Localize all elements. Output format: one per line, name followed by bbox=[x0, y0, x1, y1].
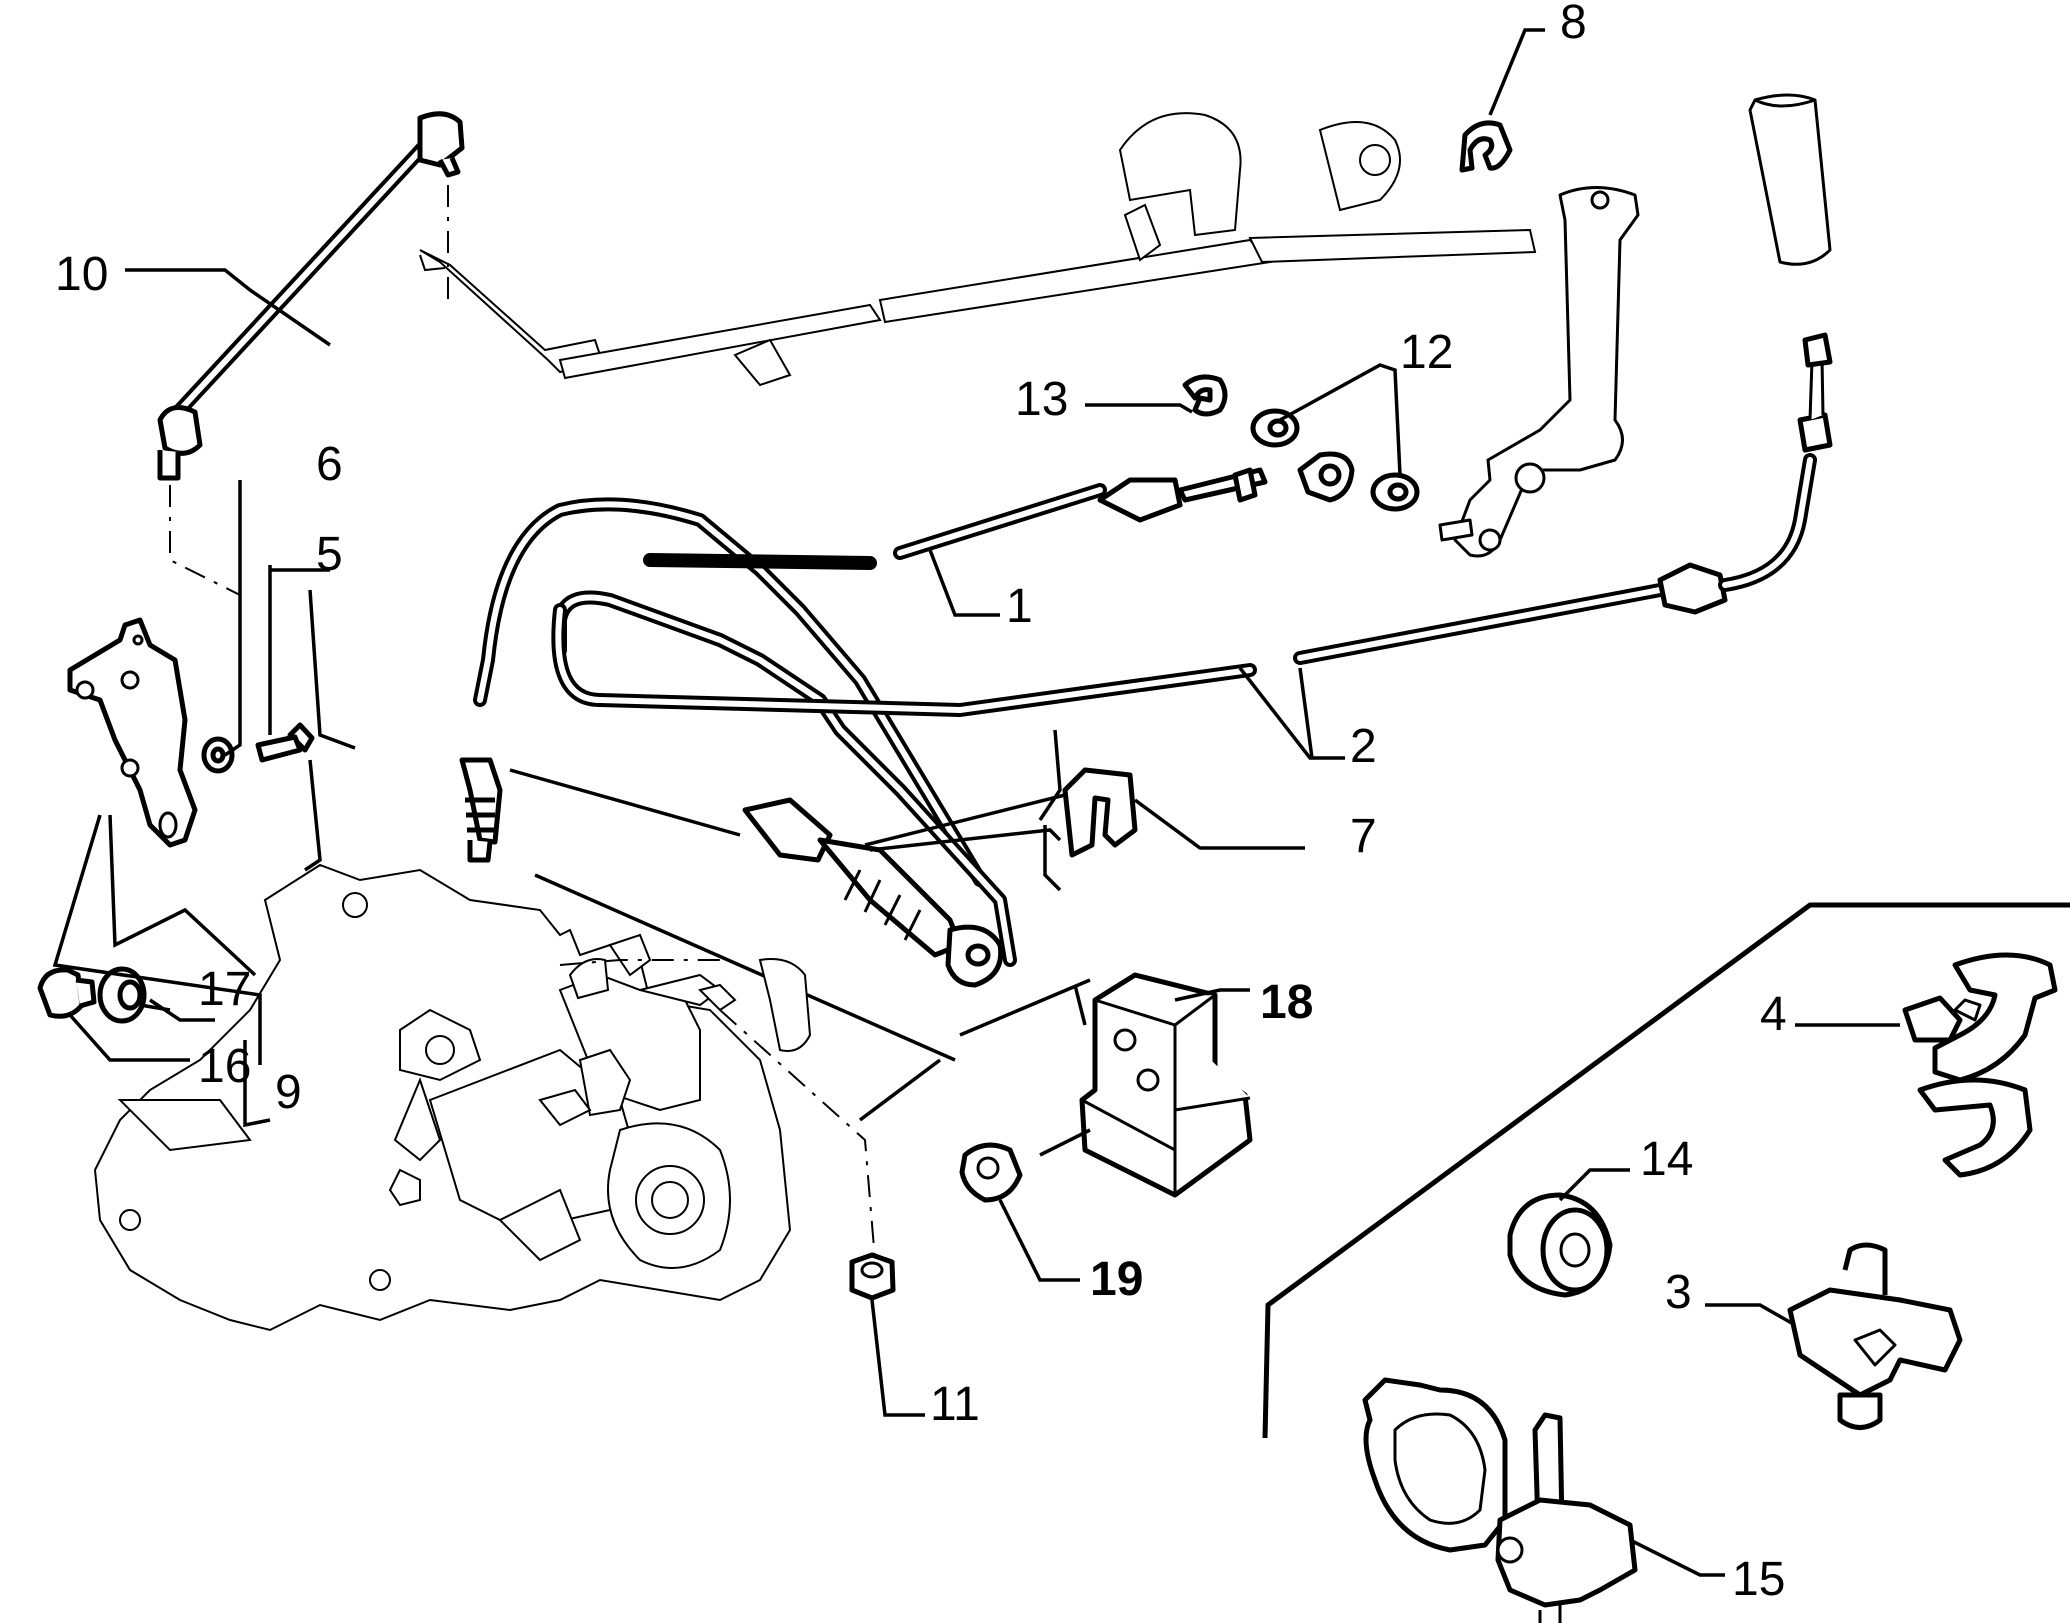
callout-9: 9 bbox=[275, 1066, 302, 1119]
bush-part-12-upper bbox=[1250, 408, 1300, 448]
callout-12: 12 bbox=[1400, 326, 1453, 379]
retaining-clip-part-7 bbox=[1062, 767, 1138, 858]
callout-leaders bbox=[52, 28, 1900, 1577]
gearbox-housing bbox=[93, 863, 812, 1332]
grommet-part-14 bbox=[1507, 1192, 1613, 1298]
washer-part-6 bbox=[201, 736, 235, 774]
callout-4: 4 bbox=[1760, 988, 1787, 1041]
callout-10: 10 bbox=[55, 248, 108, 301]
gear-cable-part-1 bbox=[459, 451, 1355, 887]
detail-inset-frame bbox=[1262, 902, 2070, 1439]
clip-part-8 bbox=[1459, 120, 1513, 173]
axis-line-11 bbox=[719, 1009, 876, 1261]
seal-part-17 bbox=[97, 966, 147, 1024]
callout-3: 3 bbox=[1665, 1266, 1692, 1319]
selector-cable-part-2 bbox=[551, 332, 1833, 967]
cable-clip-part-4 bbox=[1902, 952, 2058, 1178]
callout-numbers: 1 2 3 4 5 6 7 8 9 10 11 12 13 14 15 16 1… bbox=[55, 0, 1787, 1606]
gear-lever-rod-ghost bbox=[419, 112, 1537, 387]
bolt-part-5 bbox=[255, 722, 315, 763]
support-block-part-18 bbox=[1079, 972, 1253, 1198]
flange-nut-part-19 bbox=[959, 1142, 1023, 1203]
nut-part-11 bbox=[849, 1252, 896, 1301]
callout-6: 6 bbox=[316, 438, 343, 491]
axis-line-10-bottom bbox=[169, 485, 241, 596]
callout-19: 19 bbox=[1090, 1253, 1143, 1306]
callout-13: 13 bbox=[1015, 373, 1068, 426]
callout-5: 5 bbox=[316, 528, 343, 581]
axis-line-gearbox bbox=[559, 959, 720, 966]
support-bracket bbox=[67, 617, 198, 848]
cable-sleeve bbox=[742, 797, 1004, 988]
bush-part-12-lower bbox=[1370, 472, 1420, 512]
callout-17: 17 bbox=[198, 963, 251, 1016]
callout-16: 16 bbox=[198, 1040, 251, 1093]
callout-15: 15 bbox=[1732, 1553, 1785, 1606]
callout-7: 7 bbox=[1350, 810, 1377, 863]
clamp-part-15 bbox=[1362, 1377, 1638, 1623]
callout-1: 1 bbox=[1006, 580, 1033, 633]
gear-knob bbox=[1748, 93, 1832, 266]
assembly-guide-lines bbox=[304, 589, 1091, 1122]
cable-end-fitting-part-3 bbox=[1787, 1242, 1963, 1430]
linkage-rod-part-10 bbox=[157, 111, 465, 481]
callout-14: 14 bbox=[1640, 1133, 1693, 1186]
selector-lever bbox=[1438, 186, 1640, 558]
callout-11: 11 bbox=[930, 1378, 980, 1431]
callout-2: 2 bbox=[1350, 720, 1377, 773]
clip-part-13 bbox=[1182, 374, 1228, 417]
plug-part-16 bbox=[37, 967, 97, 1019]
callout-8: 8 bbox=[1560, 0, 1587, 49]
callout-18: 18 bbox=[1260, 976, 1313, 1029]
